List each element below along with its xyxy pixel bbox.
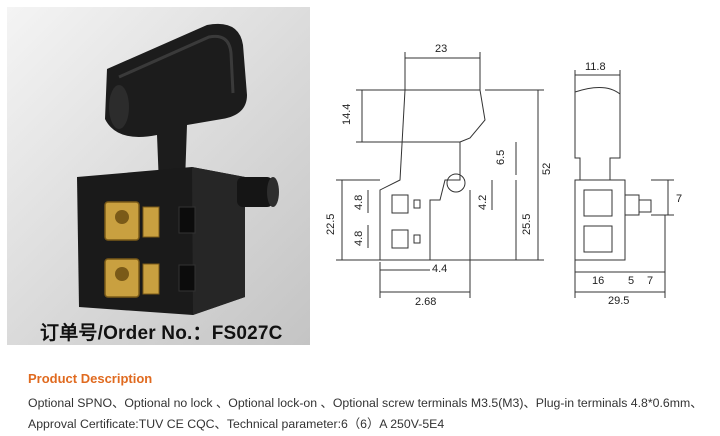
dim-5: 5: [628, 275, 634, 287]
product-description-options: Optional SPNO、Optional no lock 、Optional…: [28, 396, 703, 410]
dim-4-8-bottom: 4.8: [353, 231, 365, 246]
order-number-label: 订单号/Order No.：FS027C: [40, 323, 283, 344]
dim-14-4: 14.4: [341, 104, 353, 125]
product-description-specs: Approval Certificate:TUV CE CQC、Technica…: [28, 417, 445, 431]
dim-4-8-top: 4.8: [353, 195, 365, 210]
dim-6-5: 6.5: [495, 150, 507, 165]
dim-22-5: 22.5: [325, 214, 337, 235]
dim-16: 16: [592, 275, 604, 287]
product-photo: [7, 7, 310, 345]
dim-4-2: 4.2: [477, 195, 489, 210]
dim-29-5: 29.5: [608, 295, 629, 307]
dim-4-4: 4.4: [432, 263, 447, 275]
dim-7-bottom: 7: [647, 275, 653, 287]
dim-52: 52: [541, 163, 553, 175]
dimension-drawing: 23 14.4 6.5 52 4.2 25.5 22.5 4.8 4.8 4.4…: [325, 43, 682, 308]
dim-11-8: 11.8: [585, 61, 606, 73]
dim-23: 23: [435, 43, 447, 55]
switch-illustration: [77, 23, 279, 315]
dim-2-68: 2.68: [415, 296, 436, 308]
product-description-heading: Product Description: [28, 371, 153, 386]
dim-7-right: 7: [676, 193, 682, 205]
dim-25-5: 25.5: [521, 214, 533, 235]
